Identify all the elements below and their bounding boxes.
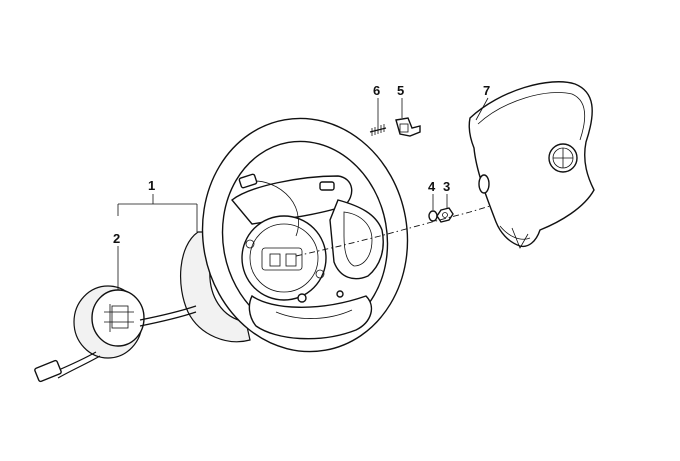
leader-lines: [117, 97, 489, 290]
wheel-spoke-right: [329, 199, 384, 280]
wheel-spoke-window: [343, 211, 373, 267]
callout-3: 3: [443, 179, 450, 194]
hex-nut: [436, 207, 454, 223]
slip-ring: [34, 285, 197, 383]
callout-5: 5: [397, 83, 404, 98]
slip-ring-harness: [139, 305, 197, 321]
slip-ring-connector: [34, 359, 62, 383]
callout-7: 7: [483, 83, 490, 98]
connector-clip: [395, 117, 421, 137]
callout-1: 1: [148, 178, 155, 193]
washer: [428, 210, 438, 222]
callout-4: 4: [428, 179, 436, 194]
steering-wheel: [179, 117, 409, 353]
wheel-wiring: [245, 180, 299, 237]
callout-2: 2: [113, 231, 120, 246]
assembly-axis: [295, 205, 491, 257]
airbag-module: [468, 81, 595, 249]
wheel-spoke-lower: [248, 294, 373, 340]
callout-6: 6: [373, 83, 380, 98]
airbag-cover: [468, 81, 595, 248]
hub-plate: [241, 215, 327, 301]
spring-pin: [369, 124, 387, 136]
